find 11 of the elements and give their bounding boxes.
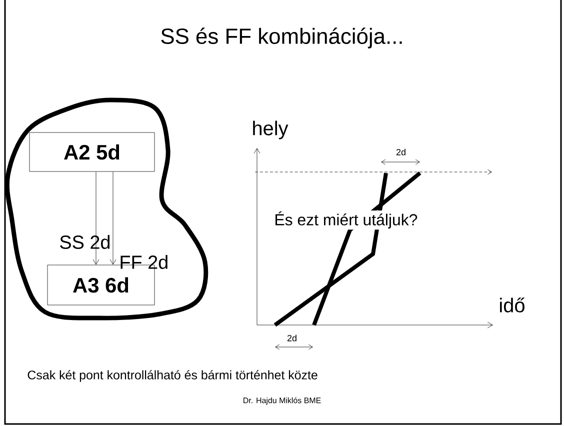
arrow (110, 172, 116, 265)
text-label: idő (500, 298, 524, 312)
activity-box: A2 5d (29, 132, 155, 172)
text-label: Csak két pont kontrollálható és bármi történhet közte (28, 370, 318, 382)
text-label: 2d (287, 334, 296, 342)
text-label: 2d (396, 148, 406, 156)
text-label: hely (253, 120, 288, 140)
slide-title: SS és FF kombinációja... (161, 28, 402, 48)
arrow (92, 172, 100, 265)
edge-label: SS 2d (60, 235, 110, 249)
text-label: És ezt miért utáljuk? (273, 210, 419, 230)
